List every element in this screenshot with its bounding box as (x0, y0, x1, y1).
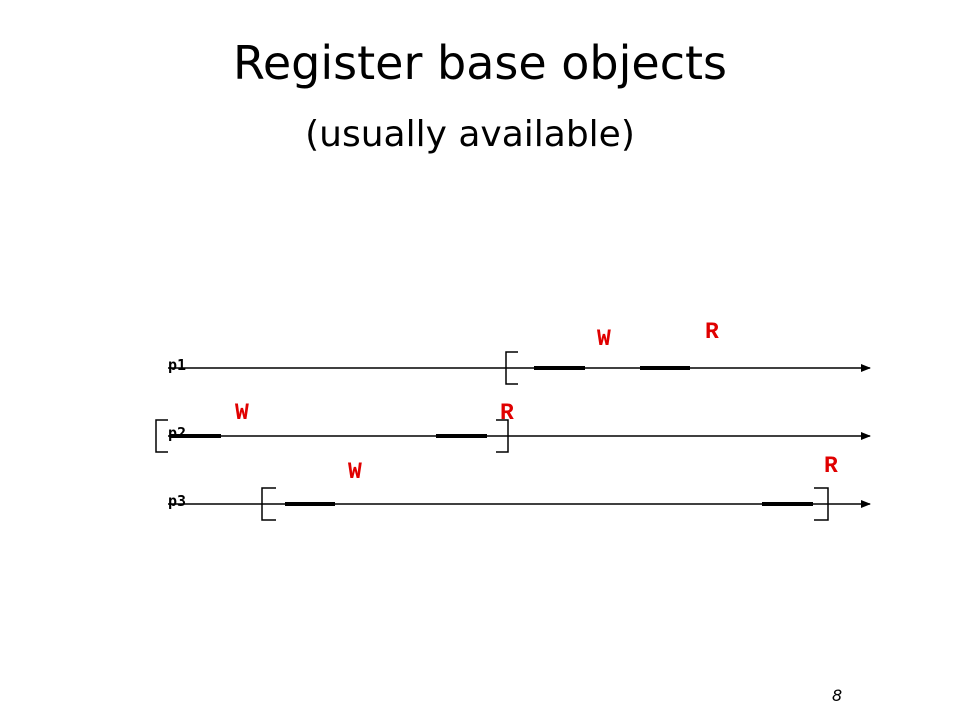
op-label-read-p3: R (824, 453, 838, 479)
op-label-read-p1: R (705, 319, 719, 345)
bracket-close-p2 (496, 419, 509, 453)
slide-title: Register base objects (232, 36, 727, 90)
op-label-read-p2: R (500, 400, 514, 426)
op-label-write-p3: W (348, 459, 362, 485)
slide-subtitle: (usually available) (305, 114, 635, 155)
process-p3: p3 W R (168, 453, 871, 521)
bracket-close-p3 (814, 487, 829, 521)
page-number: 8 (832, 686, 843, 705)
process-label-p1: p1 (168, 356, 186, 374)
process-p2: p2 W R (155, 400, 871, 453)
bracket-open-p3 (261, 487, 276, 521)
process-p1: p1 W R (168, 319, 871, 385)
bracket-open-p2 (155, 419, 168, 453)
process-label-p2: p2 (168, 424, 186, 442)
op-label-write-p1: W (597, 326, 611, 352)
bracket-open-p1 (505, 351, 518, 385)
process-label-p3: p3 (168, 492, 186, 510)
op-label-write-p2: W (235, 400, 249, 426)
